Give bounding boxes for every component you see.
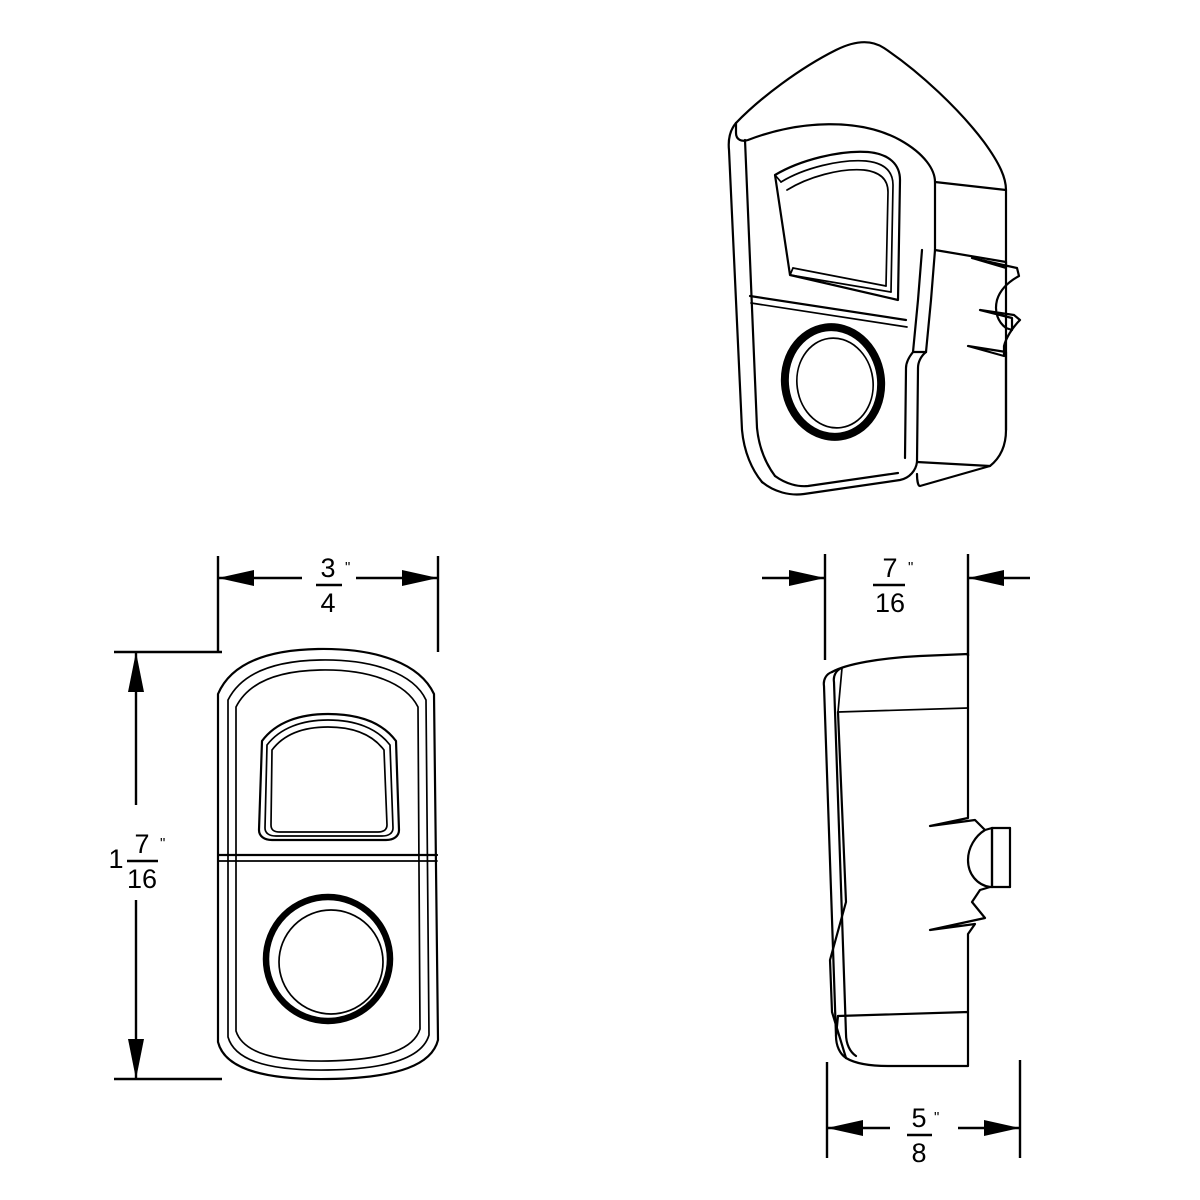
dimension-side-top-width-text: 7 16 " (873, 553, 913, 618)
dimension-front-width-text: 3 4 " (316, 553, 350, 618)
dimension-front-height: 1 7 16 " (108, 650, 222, 1081)
dim-unit: " (934, 1109, 939, 1126)
dimension-front-height-text: 1 7 16 " (108, 829, 165, 894)
dim-denominator: 16 (127, 864, 157, 894)
dim-numerator: 7 (134, 829, 149, 859)
front-view (216, 647, 440, 1081)
side-view (822, 652, 1012, 1068)
dim-numerator: 5 (911, 1103, 926, 1133)
dim-denominator: 4 (320, 588, 335, 618)
isometric-view (727, 41, 1022, 496)
dim-unit: " (345, 559, 350, 576)
dim-numerator: 3 (320, 553, 335, 583)
dim-unit: " (908, 559, 913, 576)
dim-denominator: 8 (911, 1138, 926, 1168)
dimension-front-width: 3 4 " (216, 553, 440, 652)
dim-whole-number: 1 (108, 844, 123, 874)
dimension-side-top-width: 7 16 " (762, 553, 1030, 660)
dimension-side-bottom-width: 5 8 " (825, 1060, 1022, 1168)
dim-denominator: 16 (875, 588, 905, 618)
dim-unit: " (160, 835, 165, 852)
dimension-side-bottom-width-text: 5 8 " (907, 1103, 939, 1168)
dim-numerator: 7 (882, 553, 897, 583)
